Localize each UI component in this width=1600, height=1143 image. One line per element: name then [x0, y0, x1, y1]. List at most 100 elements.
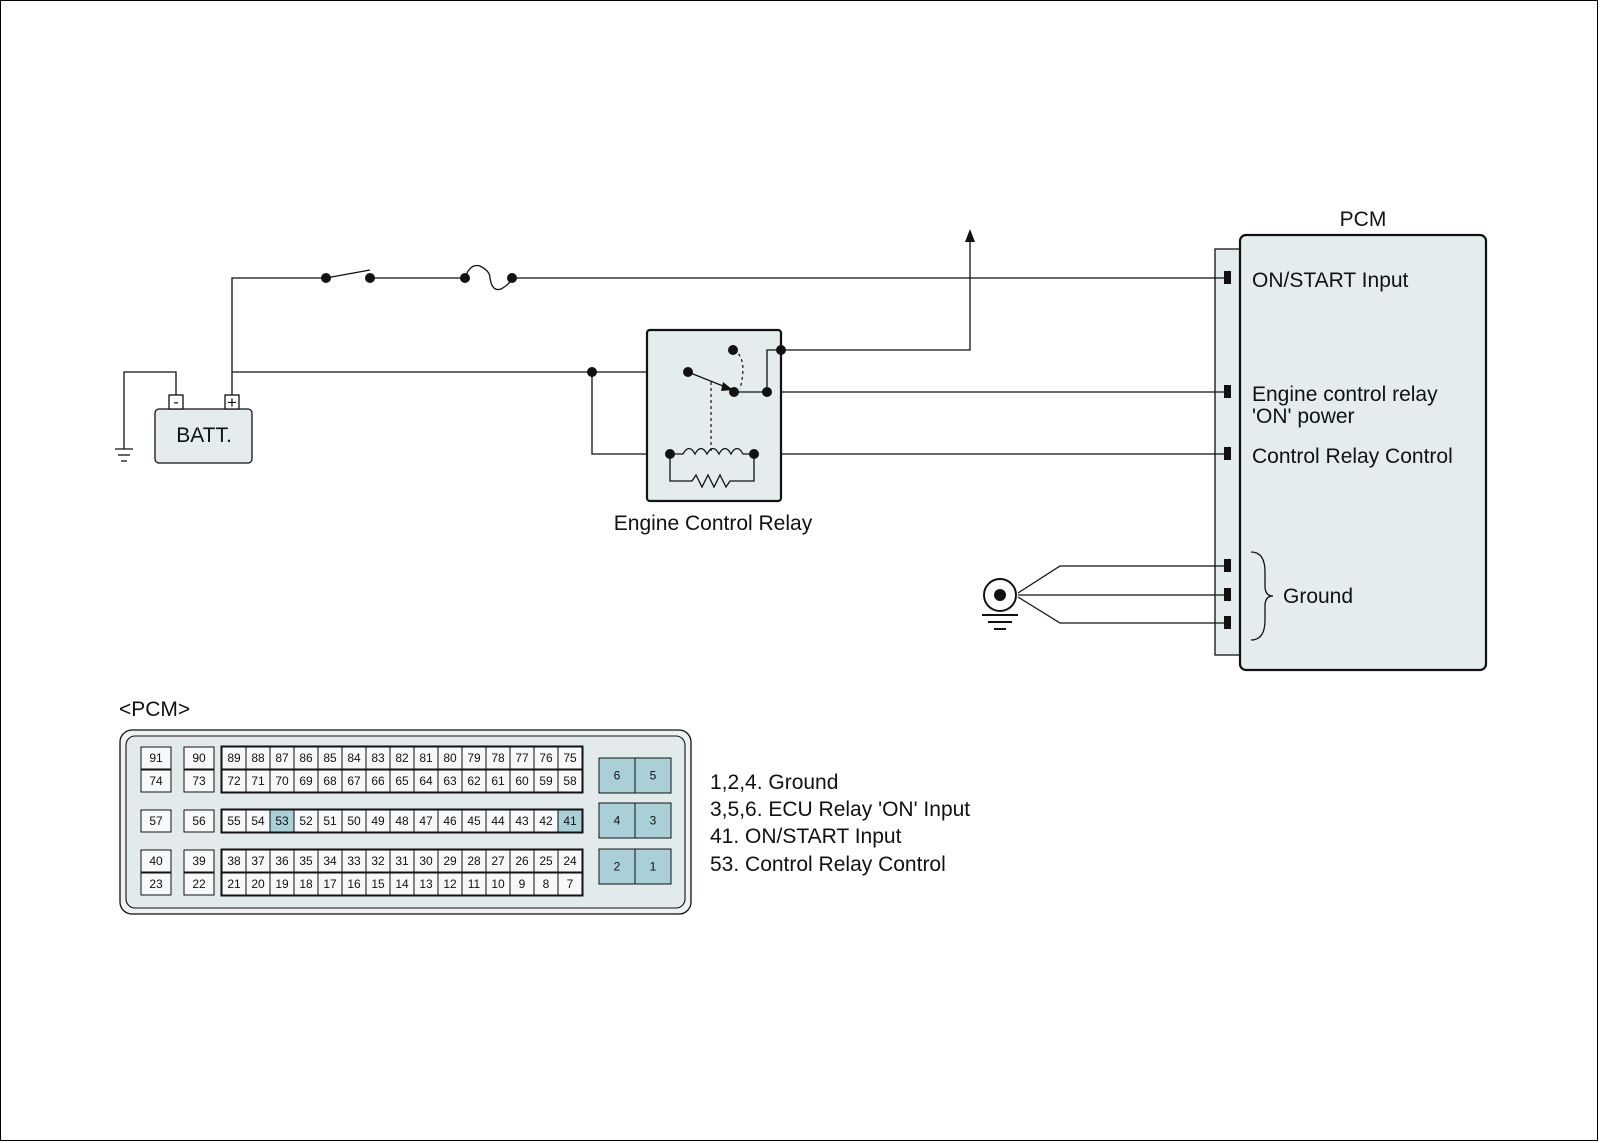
legend-item: 1,2,4. Ground: [710, 771, 838, 794]
pin-label-72: 72: [227, 774, 241, 788]
pin-label-18: 18: [299, 877, 313, 891]
relay-label: Engine Control Relay: [614, 512, 813, 535]
pin-label-82: 82: [395, 751, 409, 765]
pin-75: [557, 746, 583, 770]
label-relay-on-power-line1: Engine control relay: [1252, 383, 1438, 406]
pin-label-89: 89: [227, 751, 241, 765]
pcm-terminal-ground-3: [1224, 616, 1231, 629]
junction-dots: [321, 273, 786, 459]
pin-group-frame: [220, 745, 584, 794]
pcm-terminal-relay-control: [1224, 447, 1231, 460]
pin-39: [183, 849, 215, 873]
pin-label-74: 74: [149, 774, 163, 788]
pin-label-24: 24: [563, 854, 577, 868]
label-relay-on-power-line2: 'ON' power: [1252, 405, 1355, 428]
pin-label-48: 48: [395, 814, 409, 828]
pin-label-51: 51: [323, 814, 337, 828]
pin-label-36: 36: [275, 854, 289, 868]
pin-label-53: 53: [275, 814, 289, 828]
relay-box: [645, 328, 783, 503]
pin-label-37: 37: [251, 854, 265, 868]
pin-label-50: 50: [347, 814, 361, 828]
pin-label-46: 46: [443, 814, 457, 828]
pin-label-30: 30: [419, 854, 433, 868]
pin-label-12: 12: [443, 877, 457, 891]
wires: [231, 229, 1224, 624]
label-control-relay-control: Control Relay Control: [1252, 445, 1453, 468]
pin-label-35: 35: [299, 854, 313, 868]
pcm-box: [1238, 233, 1488, 672]
battery: - + BATT.: [154, 393, 253, 464]
pcm-terminal-ground-1: [1224, 559, 1231, 572]
pin-group-frame: [220, 848, 584, 897]
pin-label-64: 64: [419, 774, 433, 788]
pin-label-78: 78: [491, 751, 505, 765]
battery-label: BATT.: [176, 424, 232, 447]
pin-90: [183, 746, 215, 770]
fuse-icon: [464, 264, 513, 291]
pin-5: [634, 757, 672, 794]
pin-label-59: 59: [539, 774, 553, 788]
pin-label-66: 66: [371, 774, 385, 788]
pin-label-17: 17: [323, 877, 337, 891]
pcm-terminal-on-start: [1224, 271, 1231, 284]
relay-coil: [670, 447, 754, 456]
pin-label-45: 45: [467, 814, 481, 828]
engine-control-relay: Engine Control Relay: [614, 328, 813, 535]
pin-24: [557, 849, 583, 873]
pin-label-71: 71: [251, 774, 265, 788]
pin-label-85: 85: [323, 751, 337, 765]
pin-label-38: 38: [227, 854, 241, 868]
pin-label-83: 83: [371, 751, 385, 765]
pin-label-91: 91: [149, 751, 163, 765]
pin-label-68: 68: [323, 774, 337, 788]
pin-label-4: 4: [614, 814, 621, 828]
pcm-terminal-ground-2: [1224, 588, 1231, 601]
pin-57: [140, 809, 172, 833]
pin-label-75: 75: [563, 751, 577, 765]
pin-label-88: 88: [251, 751, 265, 765]
battery-box: [154, 408, 253, 464]
pin-label-49: 49: [371, 814, 385, 828]
pin-label-6: 6: [614, 769, 621, 783]
ignition-switch: [325, 269, 371, 279]
pin-label-80: 80: [443, 751, 457, 765]
pin-4: [598, 802, 636, 839]
pin-label-90: 90: [192, 751, 206, 765]
pin-label-43: 43: [515, 814, 529, 828]
legend-item: 3,5,6. ECU Relay 'ON' Input: [710, 798, 970, 821]
pin-label-3: 3: [650, 814, 657, 828]
pin-label-69: 69: [299, 774, 313, 788]
label-ground: Ground: [1283, 585, 1353, 608]
pin-58: [557, 769, 583, 793]
pin-label-11: 11: [468, 877, 481, 891]
pin-74: [140, 769, 172, 793]
pin-label-33: 33: [347, 854, 361, 868]
pin-label-57: 57: [149, 814, 163, 828]
pin-73: [183, 769, 215, 793]
pin-label-2: 2: [614, 860, 621, 874]
pin-label-84: 84: [347, 751, 361, 765]
pin-label-56: 56: [192, 814, 206, 828]
pin-label-76: 76: [539, 751, 553, 765]
pin-label-39: 39: [192, 854, 206, 868]
pin-label-42: 42: [539, 814, 553, 828]
pin-label-70: 70: [275, 774, 289, 788]
pin-label-19: 19: [275, 877, 289, 891]
pin-label-21: 21: [227, 877, 241, 891]
pin-label-13: 13: [419, 877, 433, 891]
pin-91: [140, 746, 172, 770]
pin-label-73: 73: [192, 774, 206, 788]
pin-label-65: 65: [395, 774, 409, 788]
pin-label-79: 79: [467, 751, 481, 765]
pin-label-77: 77: [515, 751, 529, 765]
pin-group-frame: [220, 808, 584, 834]
pin-label-55: 55: [227, 814, 241, 828]
pin-label-7: 7: [567, 877, 574, 891]
pin-label-61: 61: [491, 774, 505, 788]
pin-56: [183, 809, 215, 833]
pin-40: [140, 849, 172, 873]
pin-label-8: 8: [543, 877, 550, 891]
